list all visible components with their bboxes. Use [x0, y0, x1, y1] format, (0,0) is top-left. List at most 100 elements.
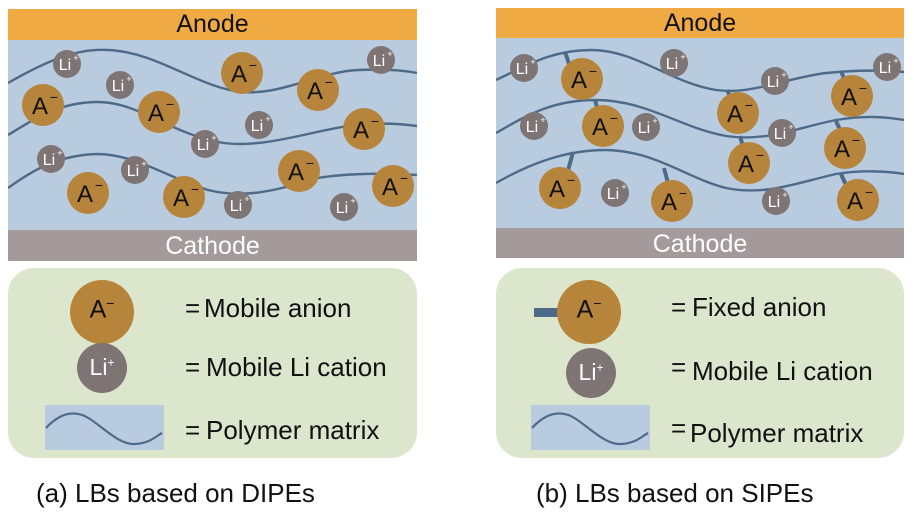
- cation-glyph: Li: [578, 359, 597, 385]
- caption-b: (b) LBs based on SIPEs: [536, 478, 814, 508]
- anion-ion: A−: [539, 167, 581, 209]
- svg-text:−: −: [610, 110, 618, 126]
- svg-text:A: A: [592, 114, 608, 141]
- li-cation-ion: Li+: [660, 49, 688, 77]
- legend-label-mobile-li-cation: Mobile Li cation: [692, 356, 873, 386]
- legend-label-polymer-matrix: Polymer matrix: [206, 415, 380, 445]
- electrolyte-b: A−A−A−A−A−A−A−A−A−Li+Li+Li+Li+Li+Li+Li+L…: [496, 38, 904, 228]
- mobile-anion-icon: A−: [70, 280, 134, 344]
- svg-text:Li: Li: [112, 78, 124, 95]
- anion-ion: A−: [22, 84, 64, 126]
- svg-text:−: −: [852, 132, 860, 148]
- anion-glyph: A: [576, 295, 594, 324]
- electrolyte-a: A−A−A−A−A−A−A−A−A−Li+Li+Li+Li+Li+Li+Li+L…: [8, 40, 417, 230]
- legend-equals: =: [671, 352, 687, 382]
- li-cation-ion: Li+: [873, 53, 901, 81]
- cathode-b: Cathode: [496, 228, 904, 258]
- legend-b: A− = Fixed anion Li+ = Mobile Li cation …: [496, 268, 904, 458]
- electrolyte-diagram-a: A−A−A−A−A−A−A−A−A−Li+Li+Li+Li+Li+Li+Li+L…: [8, 46, 417, 221]
- legend-equals: =: [671, 413, 687, 443]
- li-cation-ion: Li+: [768, 119, 796, 147]
- cation-glyph: Li: [89, 354, 108, 380]
- legend-label-mobile-anion: Mobile anion: [204, 293, 352, 323]
- legend-a: A− = Mobile anion Li+ = Mobile Li cation…: [8, 268, 417, 458]
- svg-text:+: +: [265, 114, 270, 124]
- anion-ion: A−: [582, 105, 624, 147]
- anion-ion: A−: [728, 142, 770, 184]
- svg-text:−: −: [95, 177, 103, 193]
- svg-text:+: +: [781, 70, 786, 80]
- svg-text:−: −: [306, 155, 314, 171]
- anion-ion: A−: [561, 58, 603, 100]
- electrolyte-diagram-b: A−A−A−A−A−A−A−A−A−Li+Li+Li+Li+Li+Li+Li+L…: [496, 48, 904, 222]
- li-cation-ion: Li+: [106, 71, 134, 99]
- li-cation-ion: Li+: [632, 113, 660, 141]
- legend-equals: =: [671, 292, 687, 322]
- svg-text:A: A: [353, 117, 369, 144]
- svg-text:−: −: [166, 96, 174, 112]
- polymer-tether-icon: [534, 308, 560, 317]
- svg-text:+: +: [211, 133, 216, 143]
- legend-equals: =: [185, 352, 201, 382]
- anion-charge: −: [106, 295, 115, 311]
- anion-ion: A−: [67, 172, 109, 214]
- svg-text:+: +: [387, 49, 392, 59]
- svg-text:Li: Li: [607, 186, 619, 203]
- anode-label: Anode: [663, 9, 737, 37]
- li-cation-ion: Li+: [761, 67, 789, 95]
- svg-text:−: −: [400, 170, 408, 186]
- svg-text:A: A: [834, 136, 850, 163]
- anion-ion: A−: [297, 69, 339, 111]
- mobile-li-cation-icon: Li+: [566, 348, 616, 398]
- svg-text:−: −: [325, 74, 333, 90]
- svg-text:A: A: [738, 151, 754, 178]
- svg-text:A: A: [571, 67, 587, 94]
- li-cation-ion: Li+: [37, 145, 65, 173]
- anion-ion: A−: [651, 180, 693, 222]
- cathode-label: Cathode: [165, 232, 260, 260]
- svg-text:+: +: [893, 56, 898, 66]
- svg-text:Li: Li: [666, 56, 678, 73]
- svg-text:−: −: [371, 113, 379, 129]
- svg-text:+: +: [244, 194, 249, 204]
- svg-text:A: A: [661, 189, 677, 216]
- svg-text:Li: Li: [230, 198, 242, 215]
- anion-ion: A−: [343, 108, 385, 150]
- fixed-anion-icon: A−: [557, 280, 621, 344]
- svg-text:A: A: [727, 101, 743, 128]
- anion-ion: A−: [824, 127, 866, 169]
- cathode-a: Cathode: [8, 230, 417, 261]
- li-cation-ion: Li+: [762, 187, 790, 215]
- anion-charge: −: [593, 295, 602, 311]
- svg-text:Li: Li: [336, 200, 348, 217]
- svg-text:+: +: [530, 57, 535, 67]
- svg-text:A: A: [173, 185, 189, 212]
- anion-ion: A−: [837, 179, 879, 221]
- svg-text:+: +: [782, 190, 787, 200]
- anion-ion: A−: [717, 92, 759, 134]
- svg-text:A: A: [847, 188, 863, 215]
- svg-text:Li: Li: [768, 194, 780, 211]
- svg-text:Li: Li: [43, 152, 55, 169]
- li-cation-ion: Li+: [224, 191, 252, 219]
- legend-equals: =: [185, 415, 201, 445]
- polymer-chain: [496, 98, 904, 139]
- svg-text:Li: Li: [767, 74, 779, 91]
- svg-text:−: −: [859, 80, 867, 96]
- mobile-li-cation-icon: Li+: [77, 343, 127, 393]
- legend-label-fixed-anion: Fixed anion: [692, 292, 827, 322]
- svg-text:Li: Li: [516, 61, 528, 78]
- svg-text:A: A: [32, 93, 48, 120]
- svg-text:A: A: [841, 84, 857, 111]
- anion-ion: A−: [138, 91, 180, 133]
- cathode-label: Cathode: [652, 230, 748, 258]
- svg-text:Li: Li: [774, 126, 786, 143]
- caption-a: (a) LBs based on DIPEs: [36, 478, 315, 508]
- svg-text:+: +: [788, 122, 793, 132]
- cation-charge: +: [596, 360, 604, 375]
- svg-text:Li: Li: [638, 120, 650, 137]
- svg-text:A: A: [549, 176, 565, 203]
- li-cation-ion: Li+: [520, 112, 548, 140]
- svg-text:Li: Li: [526, 119, 538, 136]
- svg-text:−: −: [50, 89, 58, 105]
